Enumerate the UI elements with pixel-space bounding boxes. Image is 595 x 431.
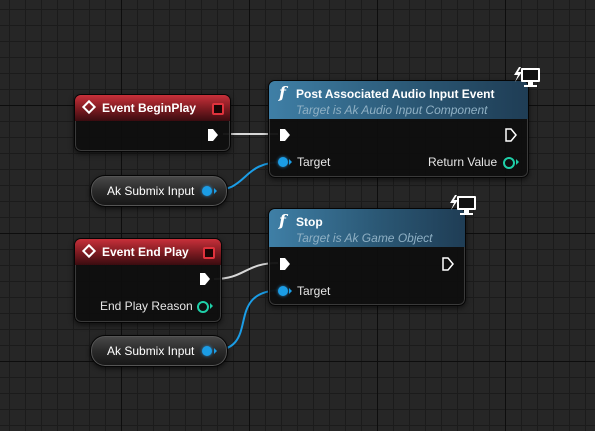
ak-submix-input-out-pin-icon[interactable] [202,186,212,196]
ak-submix-input-variable-node[interactable]: Ak Submix Input [90,335,228,367]
return-value-pin-label: Return Value [428,155,498,169]
event-end-play-node[interactable]: Event End Play End Play Reason [74,238,222,323]
monitor-lightning-icon [450,195,476,215]
end-play-reason-pin-icon[interactable] [197,301,209,313]
event-beginplay-header: Event BeginPlay [75,95,230,121]
target-pin-arrow-icon [289,288,292,294]
post-audio-input-event-header: f Post Associated Audio Input Event Targ… [269,81,528,119]
exec-out-pin-icon[interactable] [207,128,219,142]
target-pin-icon[interactable] [278,286,288,296]
function-f-icon: f [279,211,286,230]
event-delegate-icon[interactable] [203,247,215,259]
function-f-icon: f [279,83,286,102]
stop-node[interactable]: f Stop Target is Ak Game Object Target [268,208,466,306]
exec-in-pin-icon[interactable] [279,128,291,142]
ak-submix-input-out-pin-icon[interactable] [202,346,212,356]
ak-submix-input-variable-node[interactable]: Ak Submix Input [90,175,228,207]
return-value-pin-arrow-icon [516,159,519,165]
event-end-play-header: Event End Play [75,239,221,265]
event-diamond-icon [81,243,97,259]
exec-out-pin-icon[interactable] [442,257,454,271]
exec-in-pin-icon[interactable] [279,257,291,271]
post-audio-input-event-subtitle: Target is Ak Audio Input Component [296,103,488,117]
stop-title: Stop [296,215,323,229]
post-audio-input-event-node[interactable]: f Post Associated Audio Input Event Targ… [268,80,529,178]
target-pin-label: Target [297,284,331,298]
stop-subtitle: Target is Ak Game Object [296,231,433,245]
event-diamond-icon [81,99,97,115]
ak-submix-input-pin-arrow-icon [214,348,217,354]
end-play-reason-pin-label: End Play Reason [100,299,193,313]
post-audio-input-event-title: Post Associated Audio Input Event [296,87,495,101]
monitor-lightning-icon [514,67,540,87]
event-beginplay-node[interactable]: Event BeginPlay [74,94,231,152]
event-delegate-icon[interactable] [212,103,224,115]
end-play-reason-pin-arrow-icon [210,303,213,309]
ak-submix-input-label: Ak Submix Input [107,184,195,198]
stop-header: f Stop Target is Ak Game Object [269,209,465,247]
event-end-play-title: Event End Play [102,245,189,259]
ak-submix-input-pin-arrow-icon [214,188,217,194]
target-pin-arrow-icon [289,159,292,165]
event-beginplay-title: Event BeginPlay [102,101,197,115]
return-value-pin-icon[interactable] [503,157,515,169]
exec-out-pin-icon[interactable] [199,272,211,286]
ak-submix-input-label: Ak Submix Input [107,344,195,358]
exec-out-pin-icon[interactable] [505,128,517,142]
target-pin-label: Target [297,155,331,169]
target-pin-icon[interactable] [278,157,288,167]
